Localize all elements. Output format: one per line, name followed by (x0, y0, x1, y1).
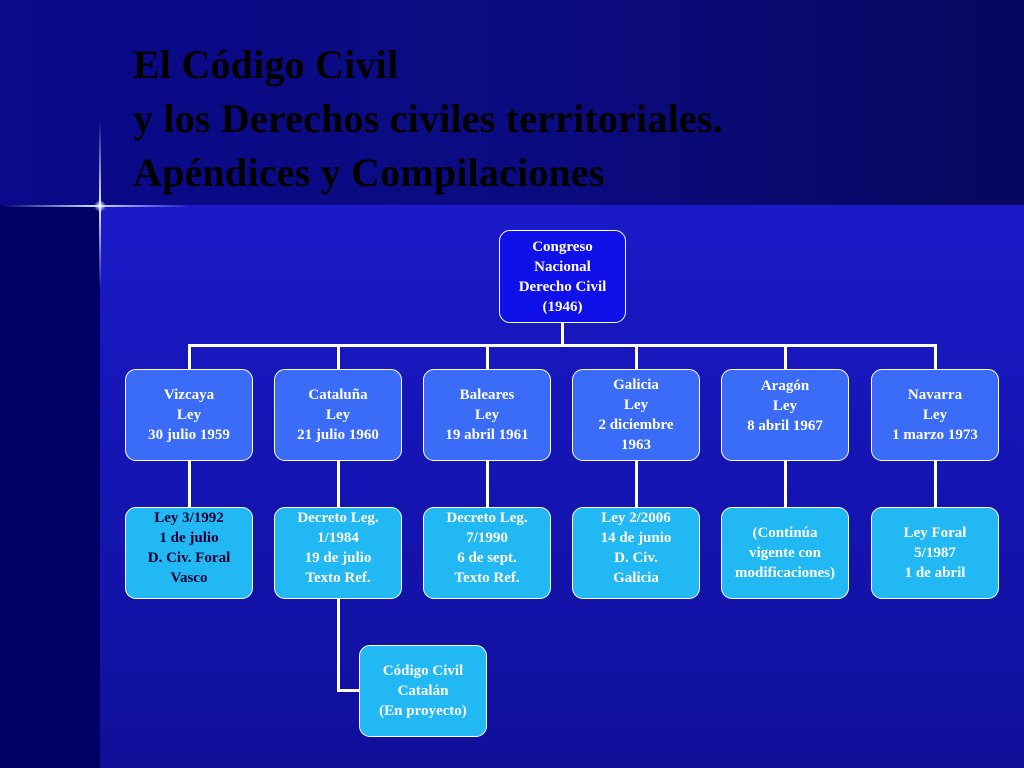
region-line: Navarra (907, 387, 963, 403)
connector-navarra-law (934, 460, 937, 508)
law-line: Decreto Leg. (446, 510, 528, 526)
region-line: 30 julio 1959 (148, 427, 230, 443)
region-line: Vizcaya (163, 387, 215, 403)
project-line: (En proyecto) (379, 703, 467, 719)
law-line: Galicia (613, 570, 659, 586)
region-line: Ley (772, 398, 798, 414)
background-title-band (0, 0, 1024, 205)
title-line-2: y los Derechos civiles territoriales. (133, 96, 723, 141)
law-line: 7/1990 (466, 530, 508, 546)
connector-drop-navarra (934, 344, 937, 370)
root-node: Congreso Nacional Derecho Civil (1946) (499, 230, 626, 323)
region-node-vizcaya: Vizcaya Ley 30 julio 1959 (125, 369, 253, 461)
law-line: 19 de julio (304, 550, 372, 566)
region-line: Cataluña (308, 387, 368, 403)
law-line: modificaciones) (735, 565, 835, 581)
law-node-navarra: Ley Foral 5/1987 1 de abril (871, 507, 999, 599)
region-node-baleares: Baleares Ley 19 abril 1961 (423, 369, 551, 461)
law-line: Decreto Leg. (297, 510, 379, 526)
law-line: 1/1984 (317, 530, 359, 546)
region-line: 19 abril 1961 (445, 427, 529, 443)
project-line: Catalán (397, 683, 449, 699)
title-line-3: Apéndices y Compilaciones (133, 150, 605, 195)
law-node-aragon: (Continúa vigente con modificaciones) (721, 507, 849, 599)
connector-drop-galicia (635, 344, 638, 370)
connector-aragon-law (784, 460, 787, 508)
law-line: 5/1987 (914, 545, 956, 561)
connector-drop-cataluna (337, 344, 340, 370)
sparkle-icon (94, 200, 106, 212)
region-line: Ley (623, 397, 649, 413)
region-line: Ley (922, 407, 948, 423)
connector-cataluna-project-horizontal (337, 689, 361, 692)
region-line: Baleares (459, 387, 515, 403)
law-line: 1 de julio (159, 530, 219, 546)
law-node-vizcaya: Ley 3/1992 1 de julio D. Civ. Foral Vasc… (125, 507, 253, 599)
region-line: 21 julio 1960 (297, 427, 379, 443)
region-node-navarra: Navarra Ley 1 marzo 1973 (871, 369, 999, 461)
law-line: Ley 3/1992 (154, 510, 224, 526)
root-line: Congreso (532, 238, 593, 255)
region-line: Aragón (760, 378, 810, 394)
law-line: Texto Ref. (454, 570, 520, 586)
law-line: D. Civ. (614, 550, 658, 566)
connector-drop-vizcaya (188, 344, 191, 370)
region-node-galicia: Galicia Ley 2 diciembre 1963 (572, 369, 700, 461)
connector-vizcaya-law (188, 460, 191, 508)
law-line: 6 de sept. (457, 550, 517, 566)
root-line: (1946) (542, 298, 583, 315)
law-line: Texto Ref. (305, 570, 371, 586)
connector-drop-baleares (486, 344, 489, 370)
law-line: D. Civ. Foral (147, 550, 231, 566)
law-node-galicia: Ley 2/2006 14 de junio D. Civ. Galicia (572, 507, 700, 599)
law-line: Ley Foral (903, 525, 967, 541)
connector-cataluna-project-vertical (337, 598, 340, 692)
region-node-aragon: Aragón Ley 8 abril 1967 (721, 369, 849, 461)
root-line: Nacional (534, 258, 591, 275)
law-node-cataluna: Decreto Leg. 1/1984 19 de julio Texto Re… (274, 507, 402, 599)
connector-cataluna-law (337, 460, 340, 508)
region-line: 1963 (621, 437, 651, 453)
connector-drop-aragon (784, 344, 787, 370)
region-line: Galicia (613, 377, 659, 393)
region-line: 1 marzo 1973 (892, 427, 978, 443)
connector-baleares-law (486, 460, 489, 508)
region-line: Ley (176, 407, 202, 423)
law-line: Vasco (170, 570, 208, 586)
law-line: Ley 2/2006 (601, 510, 671, 526)
connector-galicia-law (635, 460, 638, 508)
project-node-codigo-civil-catalan: Código Civil Catalán (En proyecto) (359, 645, 487, 737)
slide-title: El Código Civil y los Derechos civiles t… (133, 38, 723, 200)
region-line: Ley (474, 407, 500, 423)
region-line: 2 diciembre (598, 417, 674, 433)
law-line: vigente con (748, 545, 822, 561)
region-line: 8 abril 1967 (747, 418, 823, 434)
region-line: Ley (325, 407, 351, 423)
title-line-1: El Código Civil (133, 42, 399, 87)
law-line: 14 de junio (600, 530, 672, 546)
law-line: (Continúa (752, 525, 818, 541)
connector-horizontal-bus (188, 344, 937, 347)
law-node-baleares: Decreto Leg. 7/1990 6 de sept. Texto Ref… (423, 507, 551, 599)
connector-root-stem (561, 322, 564, 347)
root-line: Derecho Civil (518, 278, 607, 295)
law-line: 1 de abril (904, 565, 966, 581)
project-line: Código Civil (382, 663, 464, 679)
region-node-cataluna: Cataluña Ley 21 julio 1960 (274, 369, 402, 461)
